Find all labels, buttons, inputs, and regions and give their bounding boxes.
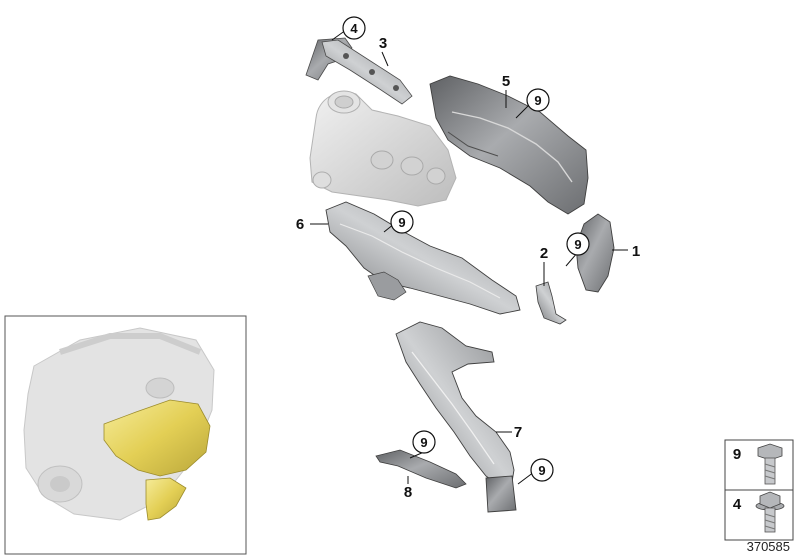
callout-9-lower-right-label: 9 (538, 463, 545, 478)
callout-9-middle: 9 (390, 210, 414, 234)
callout-9-upper: 9 (526, 88, 550, 112)
part-6-heat-shield (325, 201, 521, 315)
callout-4: 4 (342, 16, 366, 40)
turbocharger-manifold (309, 90, 457, 207)
part-1-shield (575, 213, 615, 293)
flange-bolt-icon (755, 491, 785, 533)
callout-9-right-label: 9 (574, 237, 581, 252)
callout-1: 1 (632, 243, 640, 260)
engine-overview-inset (4, 315, 247, 555)
legend-number-4: 4 (733, 496, 742, 513)
callout-9-middle-label: 9 (398, 215, 405, 230)
part-5-heat-shield (429, 75, 589, 215)
part-7-duct-shield (395, 321, 517, 513)
callout-9-lower-left: 9 (412, 430, 436, 454)
part-3-gasket-strip (321, 39, 413, 105)
callout-4-label: 4 (350, 21, 358, 36)
callout-9-lower-left-label: 9 (420, 435, 427, 450)
callout-9-right: 9 (566, 232, 590, 256)
bolt-icon (757, 443, 783, 485)
part-8-bracket (375, 449, 467, 489)
callout-7: 7 (514, 424, 522, 441)
callout-9-lower-right: 9 (530, 458, 554, 482)
callout-3: 3 (379, 35, 387, 52)
highlighted-heat-shields (103, 399, 211, 521)
legend-number-9: 9 (733, 446, 741, 463)
callout-6: 6 (296, 216, 304, 233)
callout-2: 2 (540, 245, 548, 262)
callout-9-upper-label: 9 (534, 93, 541, 108)
callout-5: 5 (502, 73, 510, 90)
document-number: 370585 (746, 539, 790, 554)
callout-8: 8 (404, 484, 412, 501)
part-2-bracket (535, 281, 567, 325)
fastener-legend: 9 4 (724, 439, 794, 541)
